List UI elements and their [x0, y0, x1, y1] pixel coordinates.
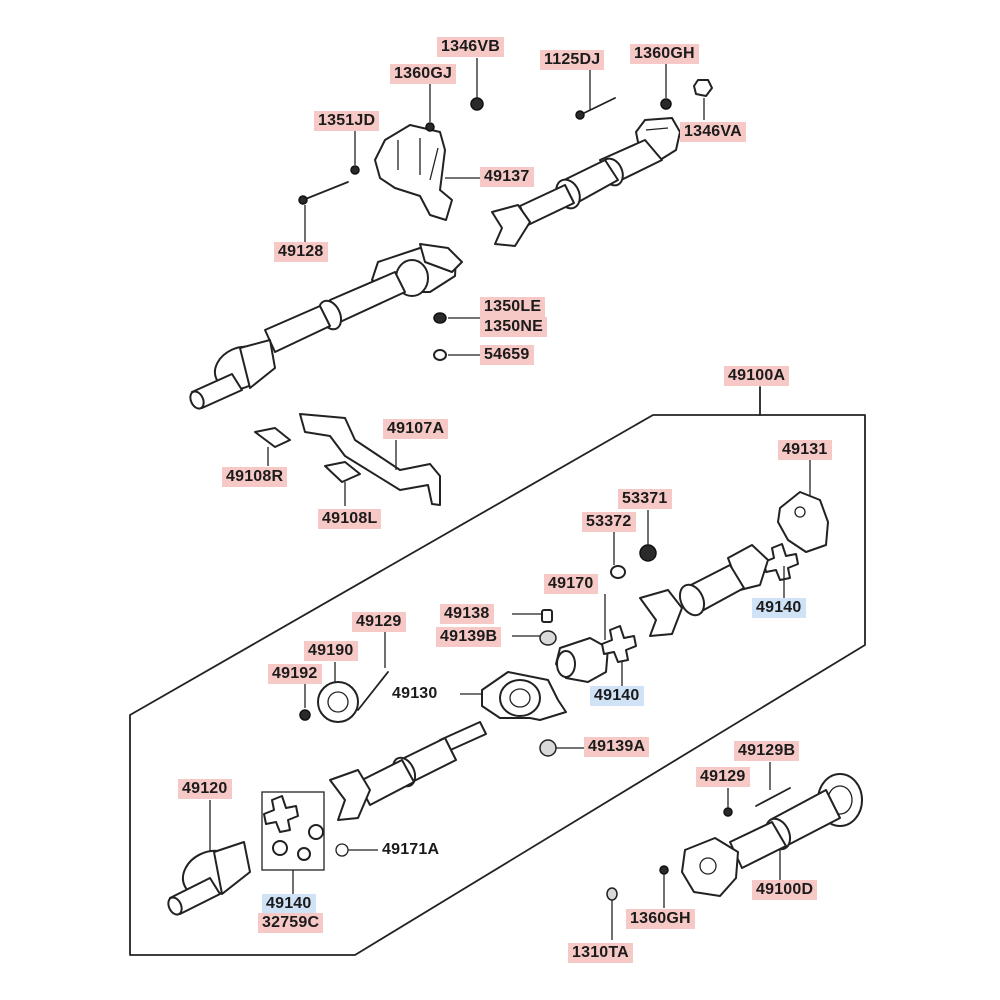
label-49100A[interactable]: 49100A	[724, 366, 790, 386]
label-1360GH-top[interactable]: 1360GH	[630, 44, 699, 64]
label-49120[interactable]: 49120	[178, 779, 232, 799]
label-49140-mid[interactable]: 49140	[590, 686, 644, 706]
label-49129-left[interactable]: 49129	[352, 612, 406, 632]
label-49190[interactable]: 49190	[304, 641, 358, 661]
label-49128[interactable]: 49128	[274, 242, 328, 262]
label-49129B[interactable]: 49129B	[734, 741, 800, 761]
floor-bracket	[254, 413, 441, 506]
label-49138[interactable]: 49138	[440, 604, 494, 624]
label-1360GH-bottom[interactable]: 1360GH	[626, 909, 695, 929]
label-1351JD[interactable]: 1351JD	[314, 111, 380, 131]
label-1346VA[interactable]: 1346VA	[680, 122, 746, 142]
label-49140-kit[interactable]: 49140	[262, 894, 316, 914]
assembly-boundary	[129, 386, 866, 956]
label-49131[interactable]: 49131	[778, 440, 832, 460]
label-49137[interactable]: 49137	[480, 167, 534, 187]
upper-hardware	[298, 79, 713, 361]
label-54659[interactable]: 54659	[480, 345, 534, 365]
label-1350NE[interactable]: 1350NE	[480, 317, 548, 337]
label-49192[interactable]: 49192	[268, 664, 322, 684]
leader-lines	[209, 58, 811, 940]
label-49139A[interactable]: 49139A	[584, 737, 650, 757]
label-32759C[interactable]: 32759C	[258, 913, 324, 933]
rear-joint-parts	[481, 491, 829, 757]
label-49100D[interactable]: 49100D	[752, 880, 818, 900]
upper-propeller-shaft	[189, 117, 681, 410]
label-49140-right[interactable]: 49140	[752, 598, 806, 618]
rear-shaft-assembly	[606, 773, 863, 901]
label-49108L[interactable]: 49108L	[318, 509, 382, 529]
label-1310TA[interactable]: 1310TA	[568, 943, 633, 963]
label-49108R[interactable]: 49108R	[222, 467, 288, 487]
label-49130[interactable]: 49130	[392, 685, 438, 702]
label-49107A[interactable]: 49107A	[383, 419, 449, 439]
label-1346VB[interactable]: 1346VB	[437, 37, 505, 57]
label-1125DJ[interactable]: 1125DJ	[540, 50, 605, 70]
label-53372[interactable]: 53372	[582, 512, 636, 532]
label-1360GJ[interactable]: 1360GJ	[390, 64, 457, 84]
label-49139B[interactable]: 49139B	[436, 627, 502, 647]
label-49129-right[interactable]: 49129	[696, 767, 750, 787]
label-49170[interactable]: 49170	[544, 574, 598, 594]
label-53371[interactable]: 53371	[618, 489, 672, 509]
label-1350LE[interactable]: 1350LE	[480, 297, 546, 317]
label-49171A[interactable]: 49171A	[382, 841, 440, 858]
